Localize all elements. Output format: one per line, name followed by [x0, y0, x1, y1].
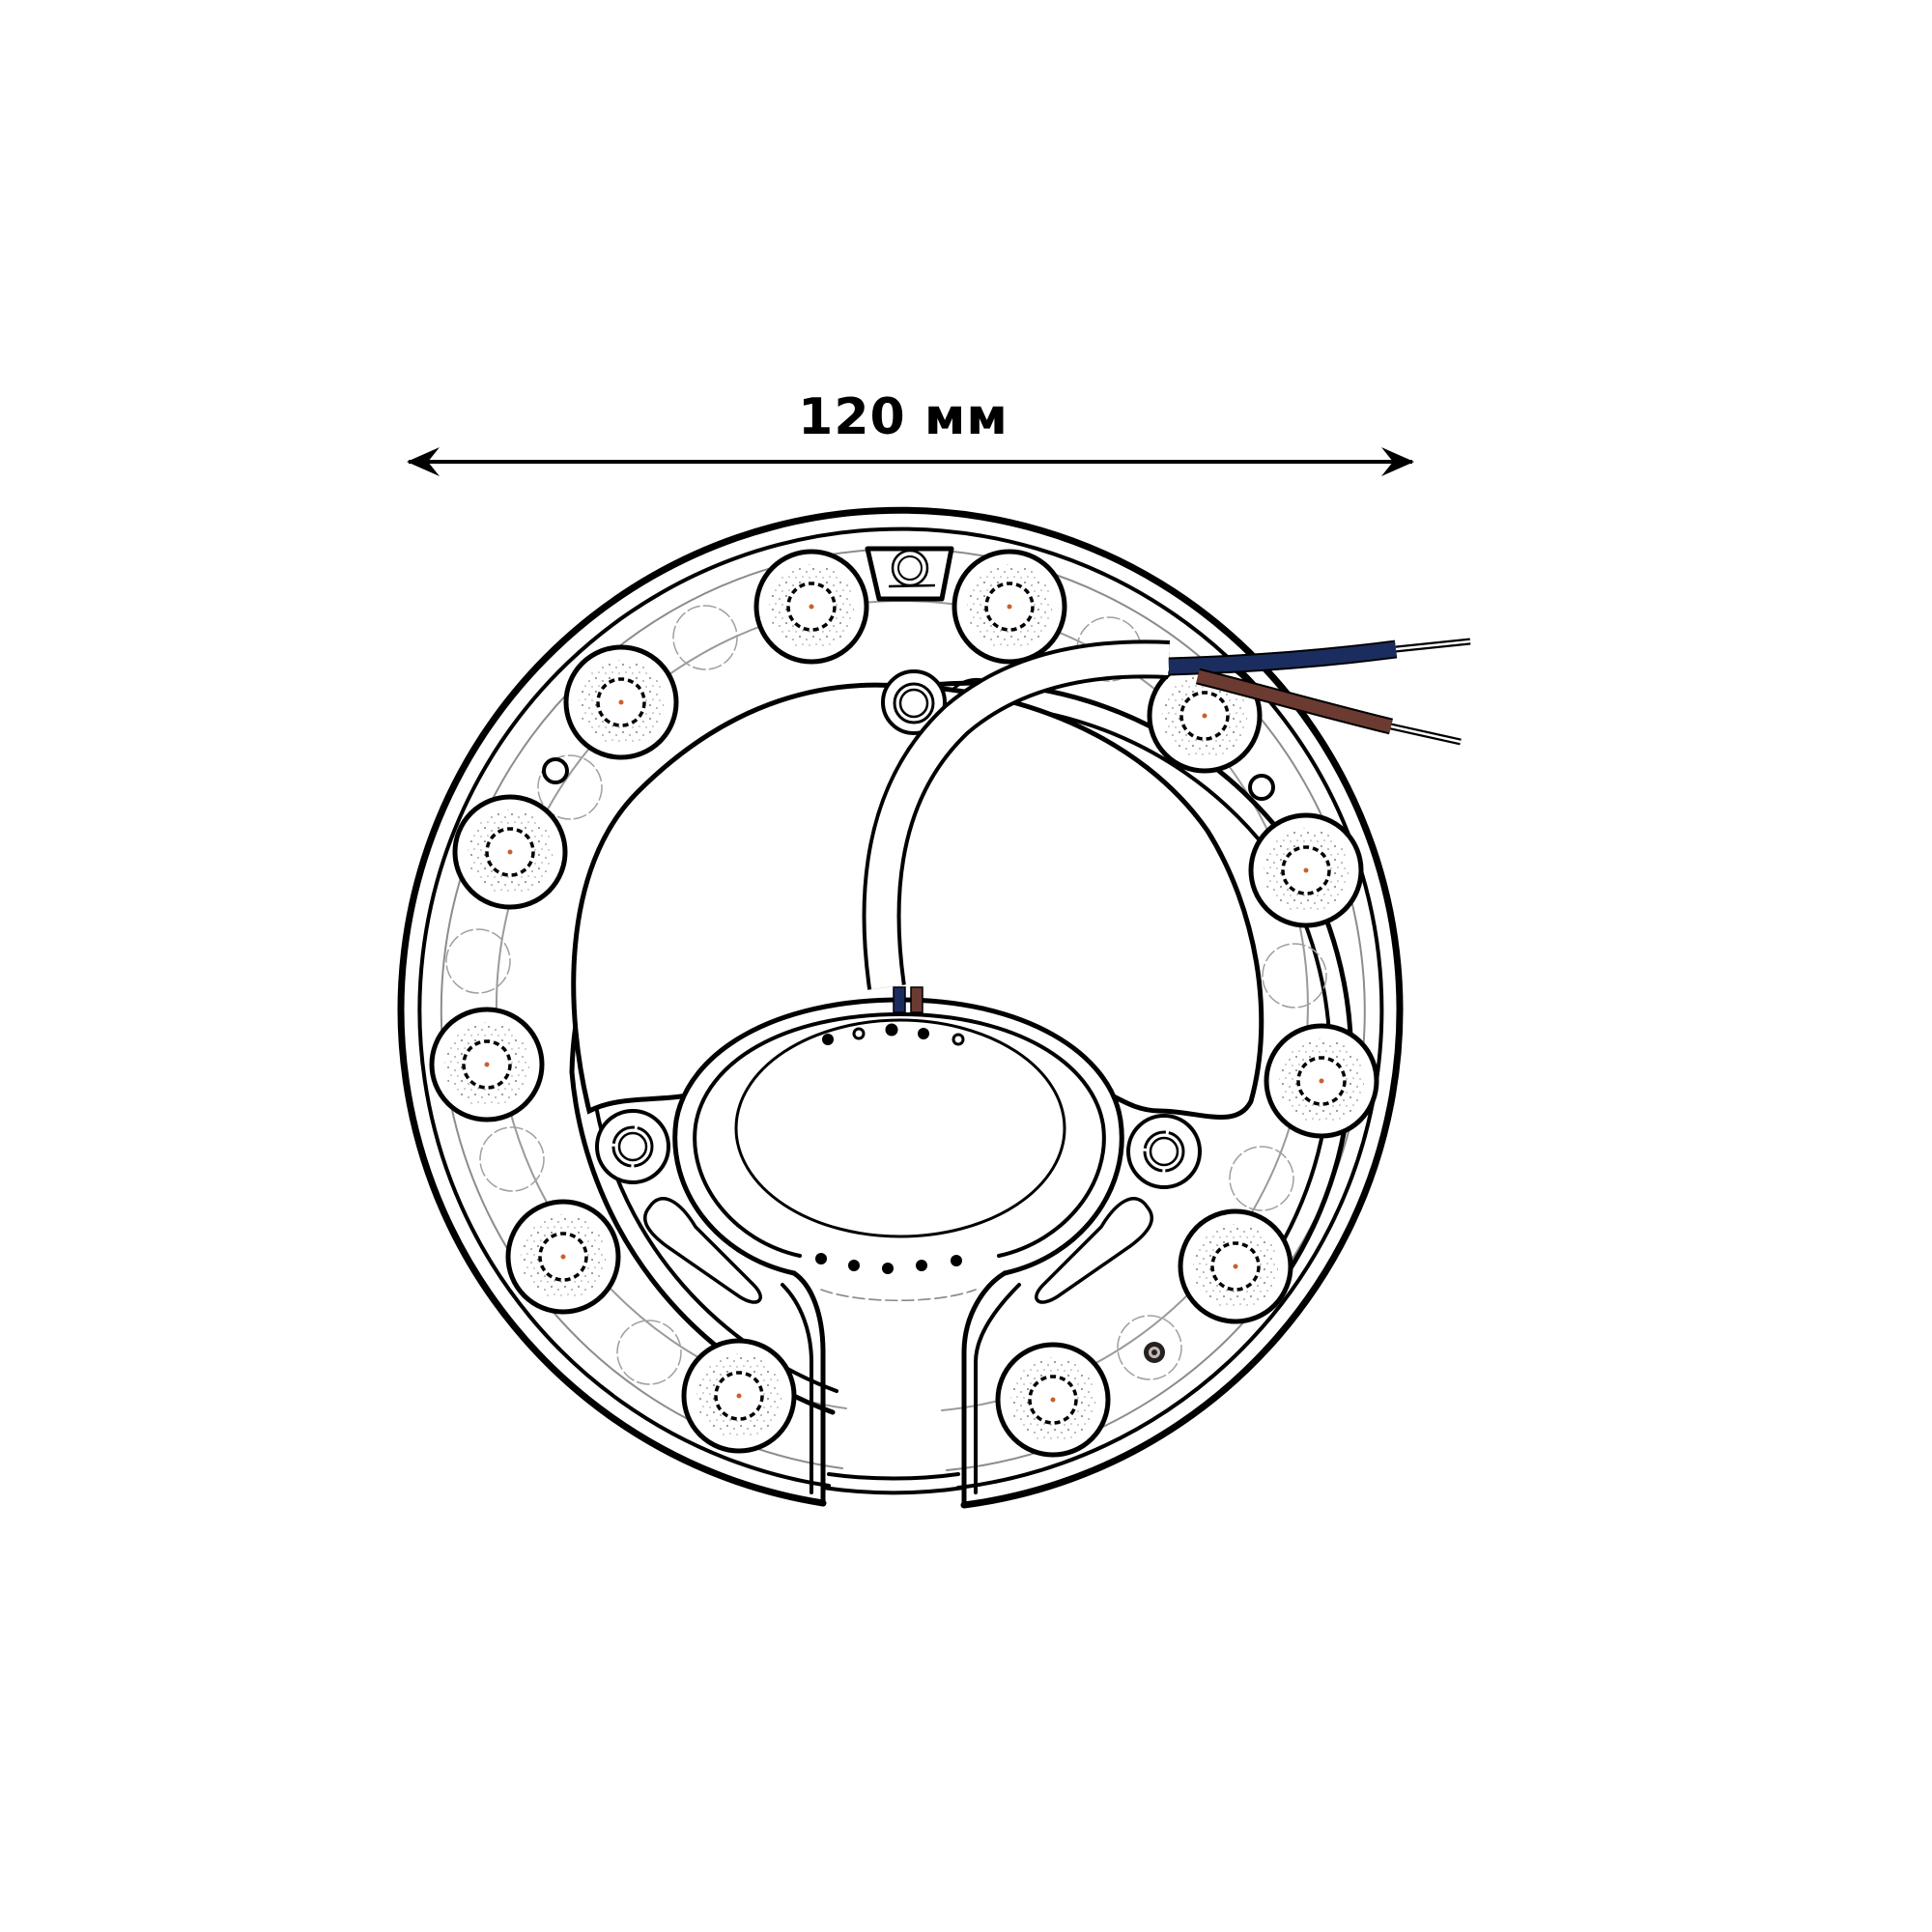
led-12	[998, 1345, 1108, 1455]
left-screw-boss	[595, 1109, 670, 1184]
led-5	[455, 797, 565, 907]
power-cable	[862, 639, 1170, 1013]
right-slot	[1035, 1197, 1153, 1304]
magnet-pin	[1144, 1342, 1165, 1363]
led-9	[508, 1202, 618, 1312]
led-1	[756, 552, 867, 662]
led-11	[684, 1341, 794, 1451]
led-10	[1180, 1211, 1291, 1321]
dimension-label: 120 мм	[798, 388, 1009, 446]
led-6	[1251, 815, 1361, 925]
driver-vent-holes-bottom	[815, 1253, 962, 1274]
small-hole-right	[1248, 774, 1275, 801]
top-bracket	[865, 546, 954, 602]
top-screw-boss	[881, 669, 997, 735]
right-screw-boss	[1126, 1114, 1202, 1189]
driver-label-plate	[734, 1018, 1066, 1238]
led-8	[1266, 1026, 1377, 1136]
led-7	[432, 1009, 542, 1120]
led-3	[566, 647, 676, 757]
led-2	[954, 552, 1065, 662]
brown-wire	[1195, 668, 1462, 746]
small-hole-left	[542, 757, 569, 784]
blue-wire	[1168, 638, 1471, 676]
driver-vent-holes-top	[822, 1023, 965, 1046]
left-slot	[643, 1197, 762, 1304]
